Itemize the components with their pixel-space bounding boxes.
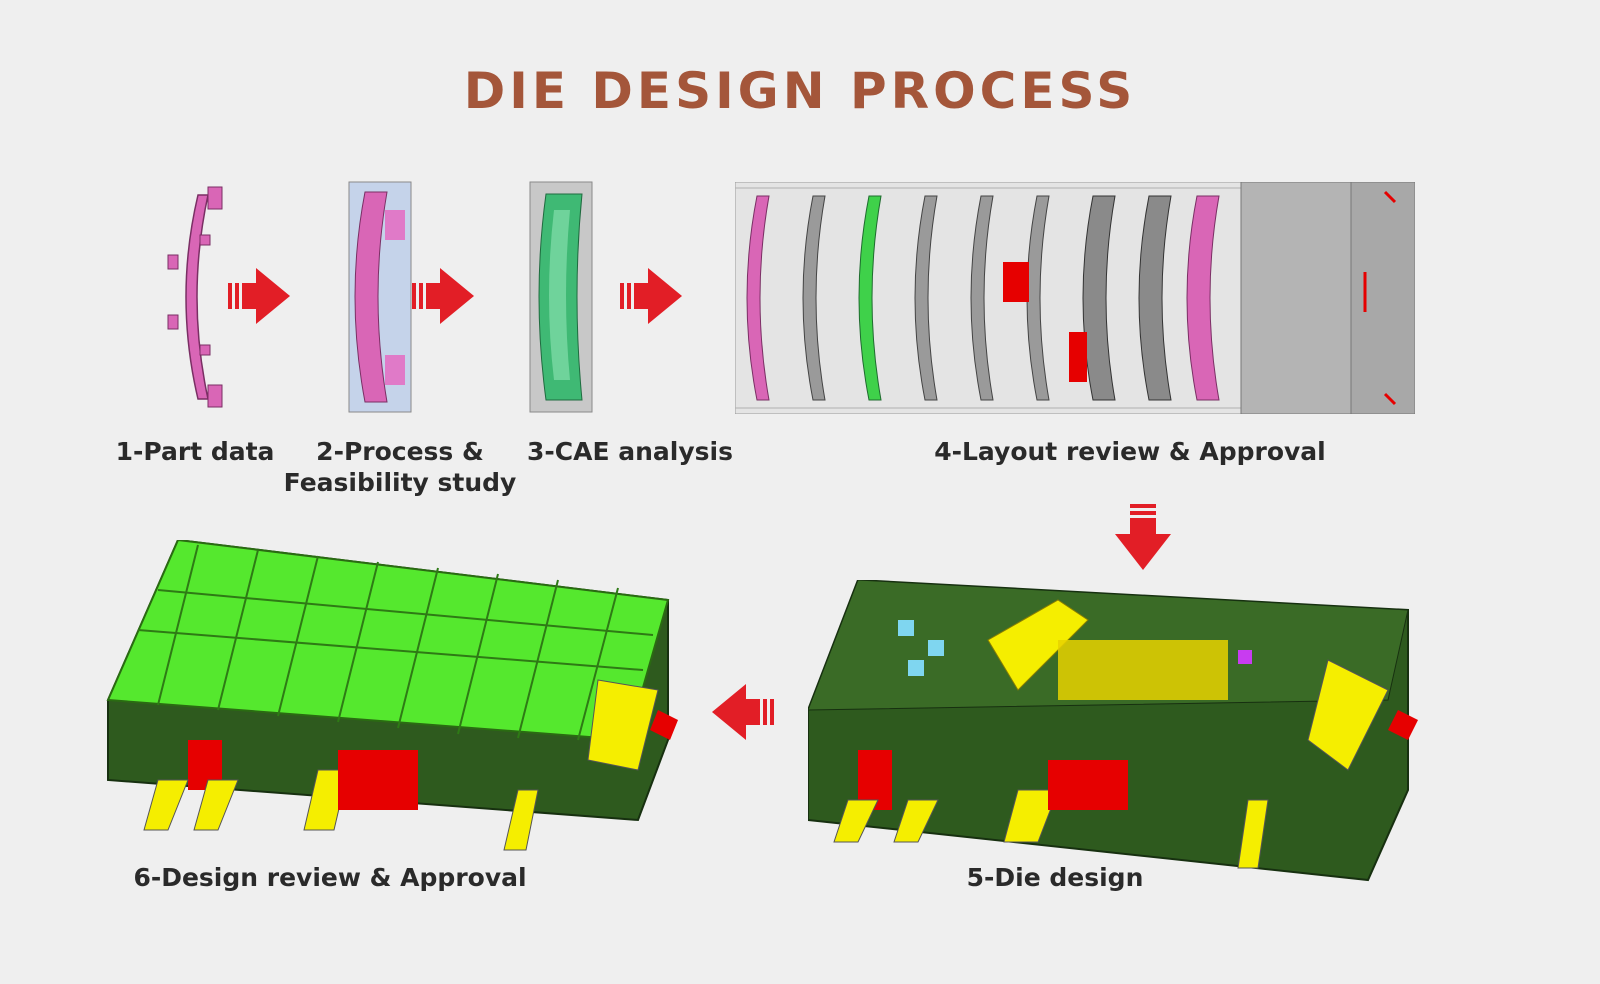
process-feasibility-image <box>335 180 415 415</box>
step-2-label: 2-Process & Feasibility study <box>280 436 520 498</box>
page-title: DIE DESIGN PROCESS <box>463 62 1137 120</box>
cae-analysis-image <box>528 180 598 415</box>
step-6-label: 6-Design review & Approval <box>133 863 527 892</box>
arrow-right-icon <box>412 268 474 324</box>
design-review-image <box>98 540 688 870</box>
arrow-right-icon <box>228 268 290 324</box>
part-data-image <box>160 185 240 410</box>
step-2-label-line2: Feasibility study <box>283 468 517 497</box>
step-3-label: 3-CAE analysis <box>527 437 733 466</box>
arrow-right-icon <box>620 268 682 324</box>
layout-strip-image <box>735 182 1415 414</box>
step-1-label: 1-Part data <box>115 437 275 466</box>
die-design-image <box>808 580 1448 890</box>
arrow-down-icon <box>1115 504 1171 570</box>
step-5-label: 5-Die design <box>966 863 1144 892</box>
step-2-label-line1: 2-Process & <box>316 437 484 466</box>
arrow-left-icon <box>712 684 774 740</box>
step-4-label: 4-Layout review & Approval <box>934 437 1326 466</box>
